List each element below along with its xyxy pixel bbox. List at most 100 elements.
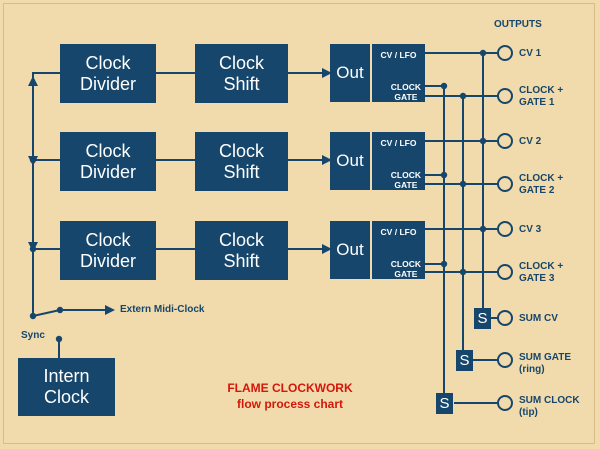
block-text: Clock	[85, 140, 131, 161]
output-jack	[497, 133, 513, 149]
output-label-line: GATE 1	[519, 97, 555, 108]
junction-dot	[29, 245, 37, 253]
out-block-3: Out	[330, 221, 370, 279]
output-jack	[497, 352, 513, 368]
out-label: Out	[336, 240, 364, 259]
panel-cv-label: CV / LFO	[380, 138, 417, 148]
junction-dot	[440, 260, 448, 268]
block-text: Intern	[43, 366, 90, 386]
out-block-1: Out	[330, 44, 370, 102]
block-text: Divider	[79, 250, 136, 271]
panel-clock-line: CLOCK	[390, 82, 421, 92]
output-jack	[497, 221, 513, 237]
block-text: Clock	[218, 140, 264, 161]
output-label: CLOCK +GATE 3	[519, 261, 563, 285]
sum-symbol: S	[477, 310, 488, 327]
output-label-line: SUM CLOCK	[519, 395, 580, 406]
sync-label: Sync	[21, 330, 45, 341]
output-label: CLOCK +GATE 2	[519, 173, 563, 197]
output-label-line: GATE 2	[519, 185, 555, 196]
output-label-line: CLOCK +	[519, 173, 564, 184]
panel-clock-line: CLOCK	[390, 259, 421, 269]
output-label: SUM GATE(ring)	[519, 352, 571, 376]
junction-dot	[440, 171, 448, 179]
output-label-line: SUM CV	[519, 313, 558, 324]
output-label: SUM CLOCK(tip)	[519, 395, 580, 419]
outputs-heading: OUTPUTS	[494, 19, 542, 30]
junction-dot	[479, 137, 487, 145]
sum-symbol: S	[439, 395, 450, 412]
junction-dot	[440, 82, 448, 90]
switch-contact-intern	[55, 335, 63, 343]
output-label: CV 1	[519, 48, 541, 60]
output-jack	[497, 310, 513, 326]
out-label: Out	[336, 63, 364, 82]
block-text: Clock	[85, 52, 131, 73]
panel-clock-line: CLOCK	[390, 170, 421, 180]
junction-dot	[479, 225, 487, 233]
switch-pivot	[29, 312, 37, 320]
panel-clock-line: GATE	[394, 269, 418, 279]
output-label-line: GATE 3	[519, 273, 555, 284]
output-label-line: (ring)	[519, 364, 545, 375]
output-label: CV 3	[519, 224, 541, 236]
output-label: CV 2	[519, 136, 541, 148]
junction-dot	[479, 49, 487, 57]
output-jack	[497, 176, 513, 192]
output-jack	[497, 264, 513, 280]
block-text: Clock	[85, 229, 131, 250]
out-label: Out	[336, 151, 364, 170]
block-text: Clock	[43, 387, 89, 407]
switch-lever	[32, 309, 61, 317]
sum-cv-s-box: S	[474, 308, 491, 329]
block-text: Shift	[223, 161, 260, 182]
output-label-line: CLOCK +	[519, 261, 564, 272]
sum-gate-s-box: S	[456, 350, 473, 371]
output-label-line: CLOCK +	[519, 85, 564, 96]
panel-cv-label: CV / LFO	[380, 50, 417, 60]
block-text: Divider	[79, 73, 136, 94]
output-label-line: CV 2	[519, 136, 542, 147]
output-label: CLOCK +GATE 1	[519, 85, 563, 109]
output-label-line: SUM GATE	[519, 352, 572, 363]
sum-symbol: S	[459, 352, 470, 369]
output-label-line: CV 3	[519, 224, 542, 235]
output-jack	[497, 395, 513, 411]
switch-contact-extern	[56, 306, 64, 314]
chart-title: FLAME CLOCKWORK flow process chart	[210, 380, 370, 412]
output-jack	[497, 45, 513, 61]
block-text: Divider	[79, 161, 136, 182]
junction-dot	[459, 180, 467, 188]
panel-cv-label: CV / LFO	[380, 227, 417, 237]
block-text: Clock	[218, 52, 264, 73]
junction-dot	[459, 92, 467, 100]
junction-dot	[459, 268, 467, 276]
panel-clock-line: GATE	[394, 180, 418, 190]
out-block-2: Out	[330, 132, 370, 190]
output-label-line: (tip)	[519, 407, 538, 418]
title-line-2: flow process chart	[236, 397, 344, 411]
feed-to-divider-1	[32, 72, 60, 78]
block-text: Shift	[223, 250, 260, 271]
block-text: Clock	[218, 229, 264, 250]
block-text: Shift	[223, 73, 260, 94]
frame-border	[3, 3, 595, 444]
output-label-line: CV 1	[519, 48, 542, 59]
extern-midi-clock-label: Extern Midi-Clock	[120, 304, 205, 315]
sum-clock-s-box: S	[436, 393, 453, 414]
panel-clock-line: GATE	[394, 92, 418, 102]
title-line-1: FLAME CLOCKWORK	[227, 381, 353, 395]
